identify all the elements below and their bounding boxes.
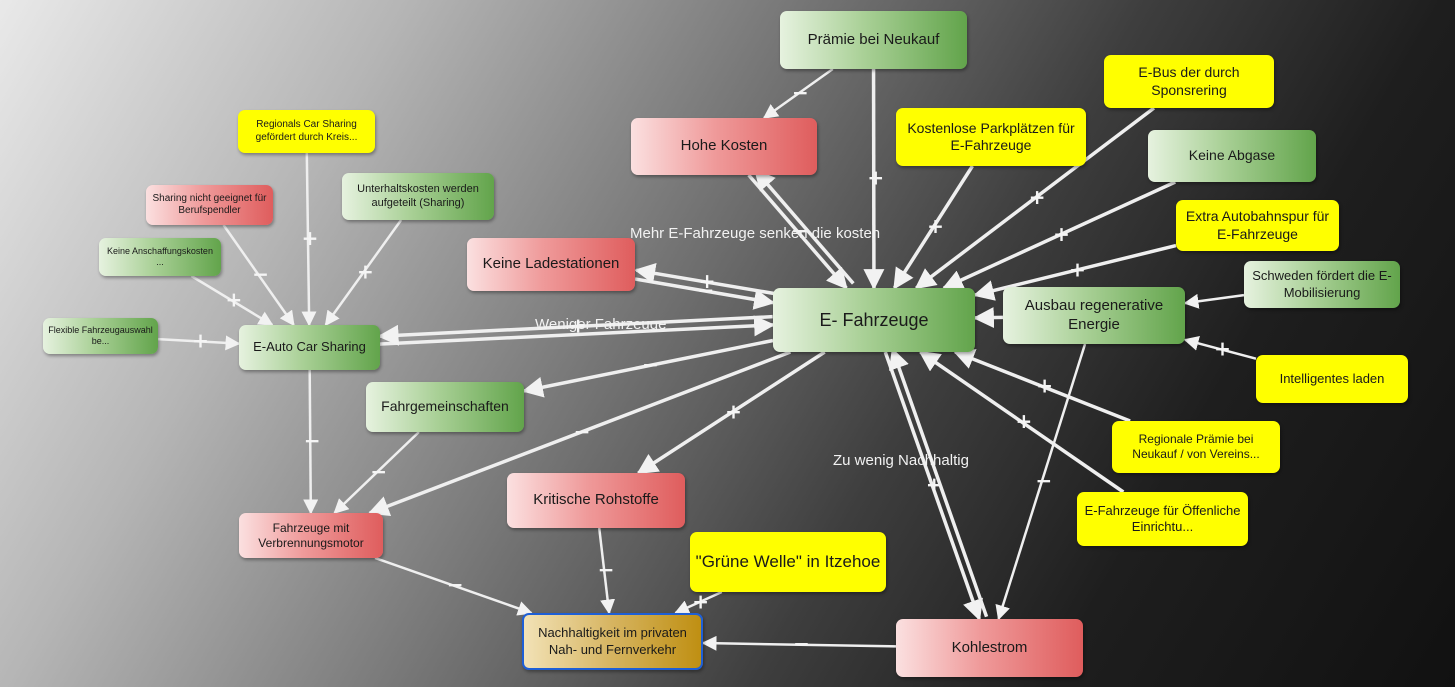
edge-schweden-ausbau <box>1183 293 1245 309</box>
edge-sign-autobahn-efz: + <box>1069 257 1086 281</box>
edge-efz-hohe <box>754 168 855 285</box>
edge-regpraem-efz <box>953 349 1131 423</box>
edge-sign-krit-nachh: − <box>598 558 615 582</box>
node-fahrzeuge-verbrennungsmotor[interactable]: Fahrzeuge mit Verbrennungsmotor <box>239 513 383 558</box>
node-intelligentes-laden[interactable]: Intelligentes laden <box>1256 355 1408 403</box>
edge-sign-efz-verbr: − <box>574 420 591 444</box>
edge-krit-nachh <box>597 527 616 615</box>
node-kohlestrom[interactable]: Kohlestrom <box>896 619 1083 677</box>
node-regionale-praemie[interactable]: Regionale Prämie bei Neukauf / von Verei… <box>1112 421 1280 473</box>
node-kritische-rohstoffe[interactable]: Kritische Rohstoffe <box>507 473 685 528</box>
node-ausbau-regenerative-energie[interactable]: Ausbau regenerative Energie <box>1003 287 1185 344</box>
edge-sign-eacs-verbr: − <box>304 429 321 453</box>
edge-sign-ebus-efz: + <box>1029 185 1046 209</box>
edge-oeff-efz <box>918 350 1125 494</box>
edge-flexible-eacs <box>157 335 241 351</box>
edge-sign-efz-fahrgem: − <box>642 353 659 377</box>
edge-label-weniger: Weniger Fahrzeuge <box>535 316 667 333</box>
edge-keineanf-eacs <box>190 274 274 327</box>
node-hohe-kosten[interactable]: Hohe Kosten <box>631 118 817 175</box>
edge-sign-regcs-eacs: + <box>302 226 319 250</box>
node-keine-anschaffungskosten[interactable]: Keine Anschaffungskosten ... <box>99 238 221 276</box>
edge-sharing-eacs <box>222 224 295 327</box>
edge-efz-fahrgem <box>521 338 774 398</box>
edge-sign-abgase-efz: + <box>1053 222 1070 246</box>
edge-sign-efz-krit: + <box>725 400 742 424</box>
edge-label-kosten: Mehr E-Fahrzeuge senken die kosten <box>630 225 881 242</box>
node-e-fahrzeuge[interactable]: E- Fahrzeuge <box>773 288 975 352</box>
edge-sign-ausbau-kohle: − <box>1035 469 1052 493</box>
edge-praemie-hohe <box>762 67 834 120</box>
edge-kohle-nachh <box>701 635 897 651</box>
node-keine-ladestationen[interactable]: Keine Ladestationen <box>467 238 635 291</box>
node-unterhaltskosten-aufgeteilt[interactable]: Unterhaltskosten werden aufgeteilt (Shar… <box>342 173 494 220</box>
edge-ebus-efz <box>914 106 1156 290</box>
node-regionals-car-sharing[interactable]: Regionals Car Sharing gefördert durch Kr… <box>238 110 375 153</box>
edge-label-nachhaltig: Zu wenig Nachhaltig <box>833 452 969 469</box>
edge-unterh-eacs <box>324 219 403 327</box>
node-fahrgemeinschaften[interactable]: Fahrgemeinschaften <box>366 382 524 432</box>
edge-autobahn-efz <box>972 243 1177 301</box>
edge-regcs-eacs <box>301 152 317 327</box>
node-sharing-nicht-geeignet[interactable]: Sharing nicht geeignet für Berufspendler <box>146 185 273 225</box>
node-extra-autobahnspur[interactable]: Extra Autobahnspur für E-Fahrzeuge <box>1176 200 1339 251</box>
edge-ausbau-efz <box>972 307 1004 329</box>
node-praemie-bei-neukauf[interactable]: Prämie bei Neukauf <box>780 11 967 69</box>
node-flexible-fahrzeugauswahl[interactable]: Flexible Fahrzeugauswahl be... <box>43 318 158 354</box>
edge-sign-efz-eacs: + <box>570 313 587 337</box>
edge-ausbau-kohle <box>995 343 1087 621</box>
edge-sign-gruene-nachh: + <box>692 590 709 614</box>
node-e-bus-sponsoring[interactable]: E-Bus der durch Sponsrering <box>1104 55 1274 108</box>
edge-sign-efz-ladest: + <box>699 269 716 293</box>
node-e-auto-car-sharing[interactable]: E-Auto Car Sharing <box>239 325 380 370</box>
edge-sign-intell-ausbau: + <box>1214 336 1231 360</box>
edge-gruene-nachh <box>674 590 723 615</box>
node-keine-abgase[interactable]: Keine Abgase <box>1148 130 1316 182</box>
edge-sign-oeff-efz: + <box>1015 409 1032 433</box>
edge-intell-ausbau <box>1183 336 1257 360</box>
edge-sign-regpraem-efz: + <box>1036 374 1053 398</box>
edge-sign-sharing-eacs: − <box>252 262 269 286</box>
node-nachhaltigkeit-verkehr[interactable]: Nachhaltigkeit im privaten Nah- und Fern… <box>522 613 703 670</box>
edge-hohe-efz <box>747 173 848 290</box>
edge-ladest-efz <box>634 277 776 310</box>
edge-sign-unterh-eacs: + <box>357 260 374 284</box>
edge-efz-verbr <box>367 350 792 517</box>
edge-fahrgem-verbr <box>333 431 420 515</box>
edge-sign-keineanf-eacs: + <box>225 288 242 312</box>
edge-kohle-efz <box>888 347 989 618</box>
edge-sign-fahrgem-verbr: − <box>370 460 387 484</box>
edge-verbr-nachh <box>374 556 533 616</box>
edge-sign-verbr-nachh: − <box>447 573 464 597</box>
edge-sign-praemie-efz: + <box>867 166 884 190</box>
edge-sign-kohle-nachh: − <box>793 632 810 656</box>
edge-efz-eacs <box>377 314 773 346</box>
edge-parkpl-efz <box>892 165 974 290</box>
node-e-fahrzeuge-oeffentliche[interactable]: E-Fahrzeuge für Öffenliche Einrichtu... <box>1077 492 1248 546</box>
edge-efz-kohle <box>883 351 983 621</box>
edge-abgase-efz <box>941 180 1176 290</box>
edge-eacs-efz <box>379 315 776 346</box>
edge-efz-ladest <box>634 262 775 296</box>
node-schweden-foerdert[interactable]: Schweden fördert die E-Mobilisierung <box>1244 261 1400 308</box>
node-gruene-welle-itzehoe[interactable]: "Grüne Welle" in Itzehoe <box>690 532 886 592</box>
edge-sign-parkpl-efz: + <box>927 214 944 238</box>
edge-efz-krit <box>636 350 826 475</box>
edge-sign-praemie-hohe: − <box>792 81 809 105</box>
node-kostenlose-parkplaetze[interactable]: Kostenlose Parkplätzen für E-Fahrzeuge <box>896 108 1086 166</box>
edge-sign-flexible-eacs: + <box>192 328 209 352</box>
edge-eacs-verbr <box>303 369 319 515</box>
